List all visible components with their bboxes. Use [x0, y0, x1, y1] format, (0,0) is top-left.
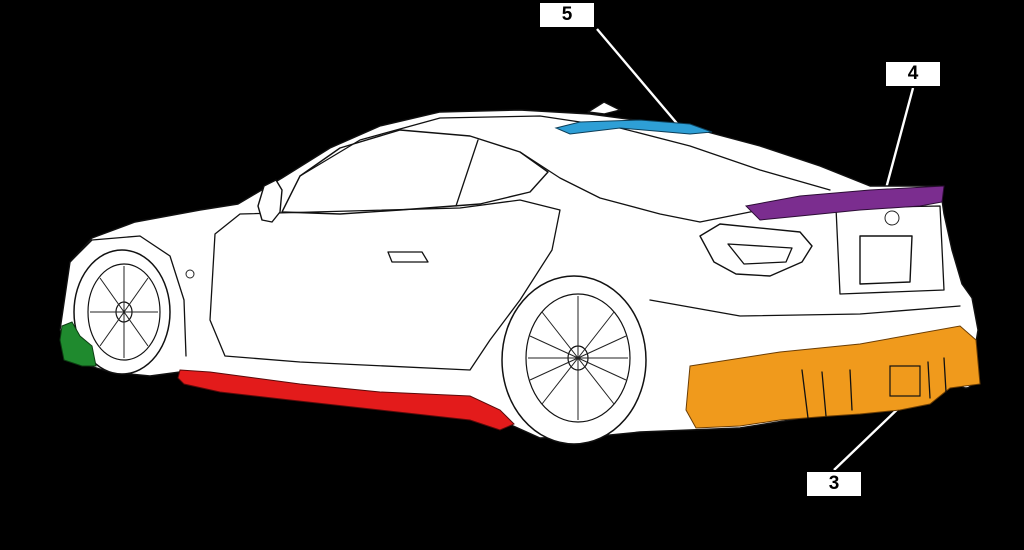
fuel-cap-marker — [185, 269, 195, 279]
leader-line-5 — [596, 28, 681, 128]
rear-diffuser-highlight — [685, 325, 981, 429]
side-mirror — [257, 179, 283, 223]
door-outline — [209, 199, 561, 371]
callout-3: 3 — [805, 470, 863, 498]
callout-5-label: 5 — [561, 4, 573, 25]
license-plate — [859, 235, 913, 285]
callout-3-label: 3 — [828, 473, 840, 494]
callout-4: 4 — [884, 60, 942, 88]
leader-line-3 — [833, 401, 906, 471]
side-skirt-highlight — [177, 369, 515, 431]
front-canard-highlight — [59, 321, 97, 367]
brand-emblem — [884, 210, 900, 226]
callout-4-label: 4 — [907, 63, 919, 84]
fog-light-housing — [889, 365, 921, 397]
b-pillar — [455, 139, 479, 207]
rear-wheel — [501, 275, 647, 445]
trunk-spoiler-highlight — [744, 185, 945, 221]
front-wheel — [73, 249, 171, 375]
rear-bumper-line — [649, 299, 961, 317]
side-window — [281, 129, 549, 215]
leader-line-4 — [882, 87, 915, 197]
tail-light-inner — [727, 243, 793, 265]
shark-fin-antenna — [587, 101, 621, 115]
tail-light — [699, 223, 813, 277]
front-fender — [69, 235, 187, 357]
c-pillar — [519, 151, 701, 223]
roof-spoiler-highlight — [554, 119, 713, 135]
door-handle — [387, 251, 429, 263]
diffuser-fins — [801, 357, 947, 419]
callout-5: 5 — [538, 1, 596, 29]
